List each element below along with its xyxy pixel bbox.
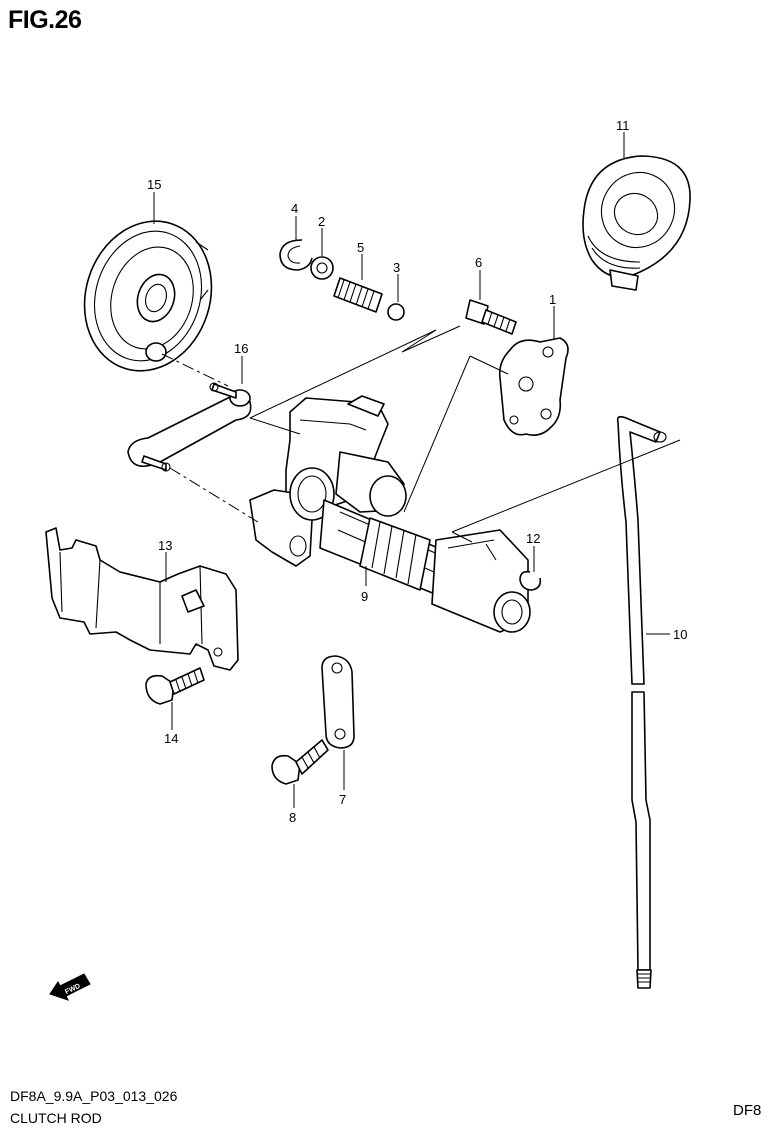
- callout-6: 6: [475, 255, 482, 270]
- callout-7: 7: [339, 792, 346, 807]
- leader-lines: [153, 132, 670, 808]
- part-5-spring: [333, 277, 383, 313]
- callout-10: 10: [673, 627, 687, 642]
- callout-8: 8: [289, 810, 296, 825]
- callout-13: 13: [158, 538, 172, 553]
- part-7-link-plate: [321, 655, 355, 749]
- main-shaft-assembly: [249, 395, 531, 633]
- callout-3: 3: [393, 260, 400, 275]
- callout-14: 14: [164, 731, 178, 746]
- part-1-stopper-plate: [498, 337, 569, 436]
- part-3-steel-ball: [387, 303, 405, 321]
- callout-4: 4: [291, 201, 298, 216]
- callout-9: 9: [361, 589, 368, 604]
- callout-1: 1: [549, 292, 556, 307]
- drawing-code: DF8A_9.9A_P03_013_026: [10, 1088, 178, 1104]
- callout-11: 11: [616, 118, 630, 133]
- figure-title: FIG.26: [8, 6, 82, 34]
- part-11-grommet: [582, 155, 691, 291]
- part-12-clip: [519, 570, 542, 591]
- part-2-washer: [310, 256, 334, 280]
- model-label: DF8: [733, 1102, 762, 1119]
- part-14-bolt: [145, 667, 205, 705]
- part-10-clutch-rod: [616, 415, 667, 989]
- part-6-bolt: [465, 299, 517, 335]
- part-13-bracket: [45, 527, 239, 671]
- fwd-arrow-icon: FWD: [49, 973, 91, 1001]
- assembly-guide-lines: [161, 325, 681, 543]
- part-8-bolt: [271, 739, 329, 785]
- part-15-cam-wheel: [83, 220, 213, 372]
- callout-15: 15: [147, 177, 161, 192]
- part-16-lever-arm: [127, 382, 252, 472]
- callout-5: 5: [357, 240, 364, 255]
- callout-16: 16: [234, 341, 248, 356]
- drawing-name: CLUTCH ROD: [10, 1110, 102, 1126]
- part-4-circlip: [279, 239, 313, 271]
- callout-12: 12: [526, 531, 540, 546]
- callout-2: 2: [318, 214, 325, 229]
- callout-labels: 15 4 2 5 3 6 1 11 16 13 9 12 10 14 7 8: [147, 118, 687, 825]
